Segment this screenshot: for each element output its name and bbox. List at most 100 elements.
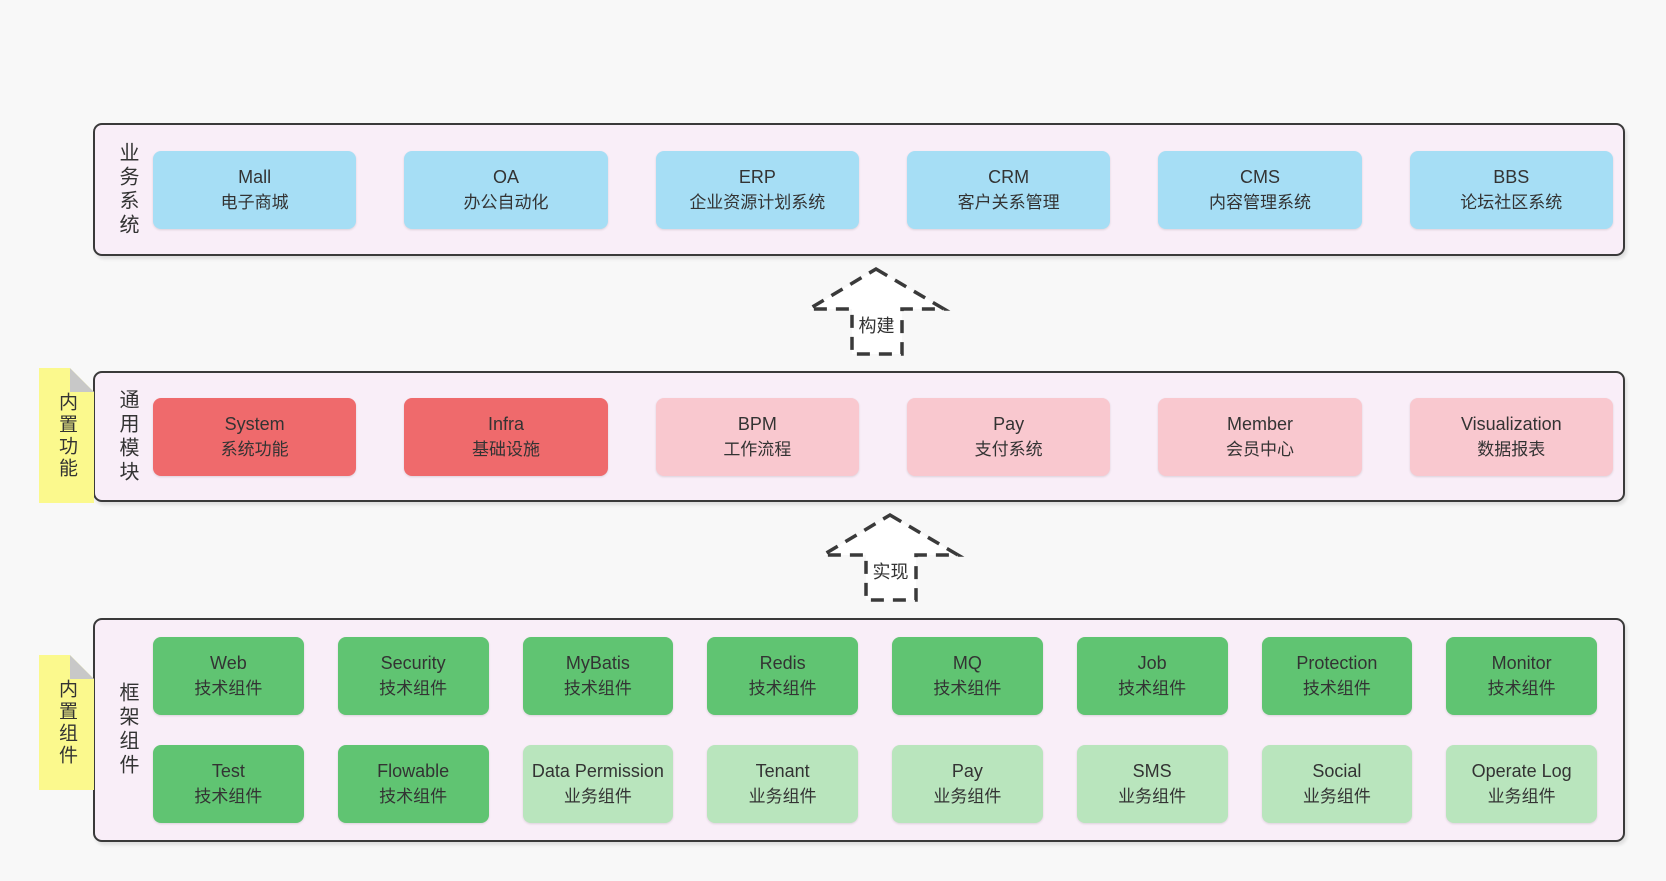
box-name: Flowable bbox=[377, 761, 450, 781]
box-desc: 业务组件 bbox=[748, 787, 817, 806]
dashed-up-arrow-icon bbox=[816, 512, 965, 602]
fold-corner-icon bbox=[70, 655, 94, 679]
box-desc: 业务组件 bbox=[933, 787, 1002, 806]
box-name: OA bbox=[492, 166, 519, 187]
box-visualization: Visualization 数据报表 bbox=[1409, 397, 1613, 476]
box-desc: 企业资源计划系统 bbox=[689, 192, 826, 212]
box-web: Web 技术组件 bbox=[153, 637, 304, 715]
box-erp: ERP 企业资源计划系统 bbox=[655, 150, 859, 229]
sticky-note-label: 内置组件 bbox=[56, 678, 77, 767]
dashed-up-arrow-icon bbox=[802, 266, 951, 356]
box-desc: 技术组件 bbox=[379, 679, 448, 698]
box-bbs: BBS 论坛社区系统 bbox=[1409, 150, 1613, 229]
band-label-framework-components: 框架组件 bbox=[116, 682, 138, 778]
box-desc: 业务组件 bbox=[1118, 787, 1187, 806]
box-redis: Redis 技术组件 bbox=[707, 637, 858, 715]
box-desc: 技术组件 bbox=[1302, 679, 1371, 698]
box-name: CRM bbox=[988, 166, 1030, 187]
box-desc: 技术组件 bbox=[1487, 679, 1556, 698]
box-infra: Infra 基础设施 bbox=[404, 397, 608, 476]
band-label-common-modules: 通用模块 bbox=[116, 388, 138, 485]
box-name: SMS bbox=[1132, 761, 1172, 781]
box-protection: Protection 技术组件 bbox=[1261, 637, 1413, 715]
box-desc: 业务组件 bbox=[1302, 787, 1371, 806]
box-operate-log: Operate Log 业务组件 bbox=[1446, 745, 1597, 823]
band-common-modules: 通用模块 System 系统功能 Infra 基础设施 BPM 工作流程 Pay… bbox=[93, 371, 1625, 502]
box-name: Test bbox=[211, 761, 245, 781]
box-name: Web bbox=[210, 653, 247, 673]
box-desc: 技术组件 bbox=[194, 787, 263, 806]
box-desc: 技术组件 bbox=[194, 679, 263, 698]
box-flowable: Flowable 技术组件 bbox=[337, 745, 489, 823]
business-systems-row: Mall 电子商城 OA 办公自动化 ERP 企业资源计划系统 CRM 客户关系… bbox=[153, 150, 1613, 229]
box-name: Monitor bbox=[1491, 653, 1552, 673]
box-mall: Mall 电子商城 bbox=[153, 150, 357, 229]
arrow-build: 构建 bbox=[802, 266, 951, 357]
box-desc: 办公自动化 bbox=[463, 192, 549, 212]
arrow-build-label: 构建 bbox=[858, 316, 895, 336]
box-data-permission: Data Permission 业务组件 bbox=[522, 745, 674, 823]
sticky-note-built-in-components: 内置组件 bbox=[39, 655, 94, 790]
band-business-systems: 业务系统 Mall 电子商城 OA 办公自动化 ERP 企业资源计划系统 CRM… bbox=[93, 123, 1625, 256]
box-system: System 系统功能 bbox=[153, 397, 357, 476]
box-name: Member bbox=[1226, 413, 1293, 434]
sticky-note-label: 内置功能 bbox=[56, 391, 77, 480]
box-desc: 技术组件 bbox=[563, 679, 632, 698]
box-job: Job 技术组件 bbox=[1076, 637, 1228, 715]
arrow-implement-label: 实现 bbox=[872, 562, 909, 582]
box-mq: MQ 技术组件 bbox=[892, 637, 1043, 715]
box-monitor: Monitor 技术组件 bbox=[1446, 637, 1597, 715]
box-security: Security 技术组件 bbox=[337, 637, 489, 715]
box-mybatis: MyBatis 技术组件 bbox=[522, 637, 674, 715]
box-name: BBS bbox=[1493, 166, 1530, 187]
box-name: MyBatis bbox=[565, 653, 630, 673]
box-name: System bbox=[224, 413, 285, 434]
box-name: Data Permission bbox=[531, 761, 664, 781]
box-desc: 系统功能 bbox=[220, 439, 289, 459]
box-name: Infra bbox=[487, 413, 524, 434]
box-name: Pay bbox=[951, 761, 983, 781]
box-name: Protection bbox=[1296, 653, 1378, 673]
box-oa: OA 办公自动化 bbox=[404, 150, 608, 229]
sticky-note-built-in-features: 内置功能 bbox=[39, 368, 94, 503]
framework-components-row-1: Web 技术组件 Security 技术组件 MyBatis 技术组件 Redi… bbox=[153, 637, 1597, 715]
box-pay: Pay 支付系统 bbox=[906, 397, 1111, 476]
box-desc: 客户关系管理 bbox=[957, 192, 1060, 212]
box-name: BPM bbox=[737, 413, 777, 434]
box-desc: 业务组件 bbox=[1487, 787, 1556, 806]
box-crm: CRM 客户关系管理 bbox=[906, 150, 1111, 229]
box-social: Social 业务组件 bbox=[1261, 745, 1413, 823]
box-name: Visualization bbox=[1460, 413, 1562, 434]
box-name: ERP bbox=[738, 166, 776, 187]
box-desc: 技术组件 bbox=[748, 679, 817, 698]
box-desc: 支付系统 bbox=[974, 439, 1043, 459]
box-name: MQ bbox=[952, 653, 982, 673]
box-name: Social bbox=[1312, 761, 1362, 781]
box-name: Operate Log bbox=[1471, 761, 1572, 781]
box-desc: 工作流程 bbox=[723, 439, 792, 459]
common-modules-row: System 系统功能 Infra 基础设施 BPM 工作流程 Pay 支付系统… bbox=[153, 397, 1613, 476]
box-sms: SMS 业务组件 bbox=[1076, 745, 1228, 823]
band-label-business-systems: 业务系统 bbox=[116, 141, 138, 238]
box-tenant: Tenant 业务组件 bbox=[707, 745, 858, 823]
box-desc: 内容管理系统 bbox=[1208, 192, 1311, 212]
box-desc: 基础设施 bbox=[471, 439, 540, 459]
framework-components-row-2: Test 技术组件 Flowable 技术组件 Data Permission … bbox=[153, 745, 1597, 823]
box-name: Pay bbox=[993, 413, 1025, 434]
box-bpm: BPM 工作流程 bbox=[655, 397, 859, 476]
box-name: Job bbox=[1137, 653, 1167, 673]
box-pay-biz: Pay 业务组件 bbox=[892, 745, 1043, 823]
box-desc: 论坛社区系统 bbox=[1460, 192, 1563, 212]
band-framework-components: 框架组件 Web 技术组件 Security 技术组件 MyBatis 技术组件… bbox=[93, 618, 1625, 842]
box-desc: 技术组件 bbox=[933, 679, 1002, 698]
box-name: Mall bbox=[238, 166, 272, 187]
box-name: Redis bbox=[759, 653, 806, 673]
fold-corner-icon bbox=[70, 368, 94, 392]
box-member: Member 会员中心 bbox=[1158, 397, 1362, 476]
box-desc: 技术组件 bbox=[1118, 679, 1187, 698]
box-test: Test 技术组件 bbox=[153, 745, 304, 823]
box-name: Security bbox=[380, 653, 446, 673]
box-desc: 电子商城 bbox=[220, 192, 289, 212]
box-desc: 技术组件 bbox=[379, 787, 448, 806]
